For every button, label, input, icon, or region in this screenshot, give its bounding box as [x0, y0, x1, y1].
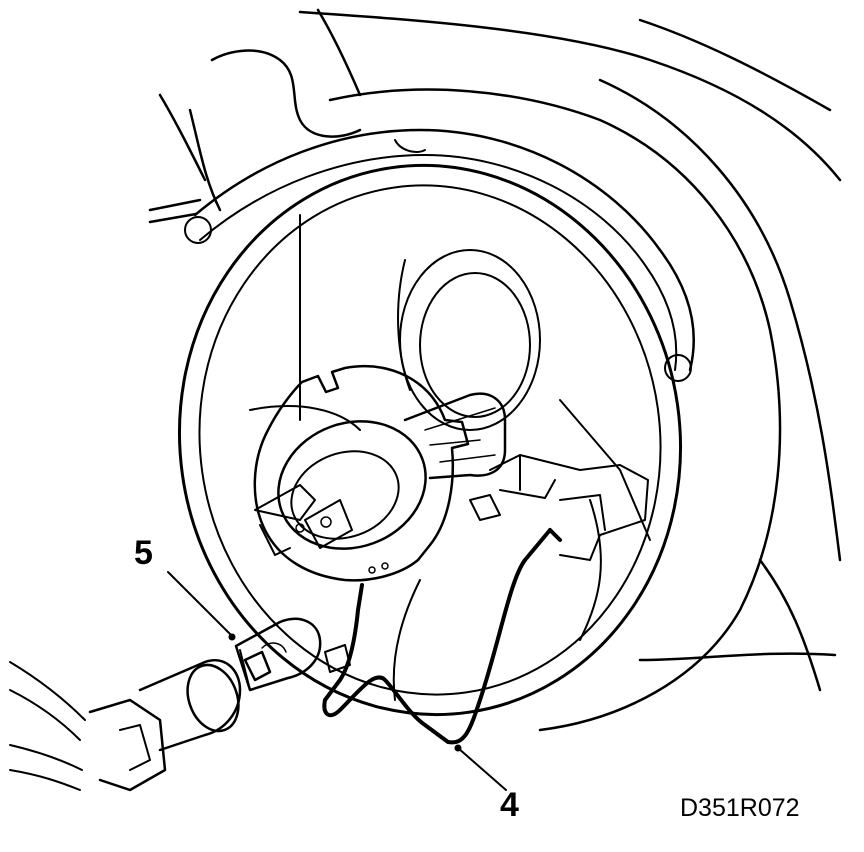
- reflector: [249, 214, 651, 701]
- callout-4-leader: [457, 747, 507, 791]
- bulb-socket-icon: [9, 644, 351, 792]
- halogen-bulb-icon: [253, 365, 507, 582]
- callout-5-leader: [167, 571, 233, 637]
- retaining-spring-clip-icon: [322, 528, 562, 745]
- figure-code: D351R072: [680, 794, 800, 822]
- headlamp-housing-icon: [148, 8, 842, 732]
- wedge-bulb-icon: [234, 617, 322, 692]
- retainer-bracket: [469, 454, 649, 561]
- mounting-ring: [177, 128, 695, 717]
- callout-label-5: 5: [134, 534, 153, 572]
- callout-label-4: 4: [500, 786, 519, 824]
